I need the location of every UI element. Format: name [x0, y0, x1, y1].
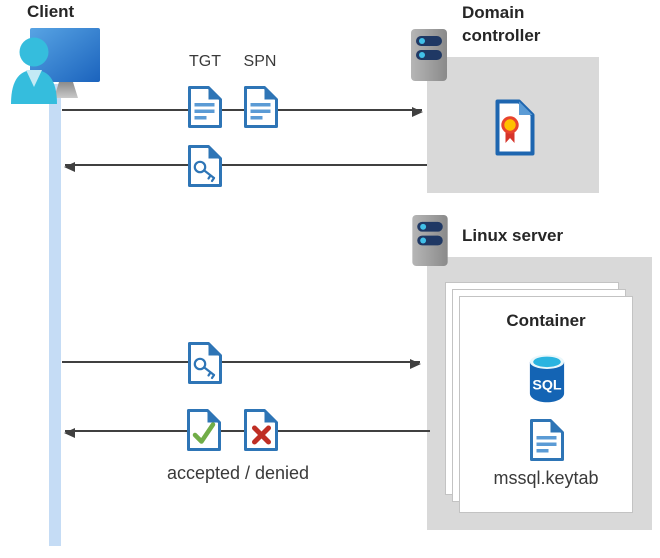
spn-document-icon: [243, 85, 279, 129]
denied-x-document-icon: [243, 408, 279, 452]
ticket-key-document-icon: [187, 144, 223, 188]
tgt-document-icon: [187, 85, 223, 129]
client-label: Client: [27, 2, 75, 21]
keytab-file-icon: [529, 417, 565, 463]
container-card: Container SQL mssql.keytab: [459, 296, 633, 513]
arrow-client-to-dc: [62, 107, 423, 117]
client-lifeline: [49, 84, 61, 546]
domain-controller-label: Domain controller: [462, 3, 541, 45]
arrowhead-right-icon: [410, 359, 421, 369]
sql-database-icon: SQL: [528, 353, 566, 403]
arrow-dc-to-client: [64, 162, 427, 172]
ticket-key-document-icon: [187, 341, 223, 385]
accepted-check-document-icon: [186, 408, 222, 452]
accepted-denied-label: accepted / denied: [166, 463, 310, 483]
arrowhead-left-icon: [64, 162, 75, 172]
arrow-client-to-server: [62, 359, 421, 369]
keytab-label: mssql.keytab: [493, 468, 599, 488]
sql-icon-text: SQL: [532, 377, 562, 393]
client-monitor-user-icon: [8, 26, 103, 104]
domain-controller-server-icon: [410, 28, 448, 82]
container-label: Container: [506, 311, 586, 330]
linux-server-label: Linux server: [462, 226, 564, 245]
arrowhead-left-icon: [64, 428, 75, 438]
arrowhead-right-icon: [412, 107, 423, 117]
linux-server-icon: [411, 214, 449, 267]
spn-label: SPN: [243, 53, 277, 70]
tgt-label: TGT: [189, 53, 221, 70]
certificate-document-icon: [495, 99, 535, 156]
